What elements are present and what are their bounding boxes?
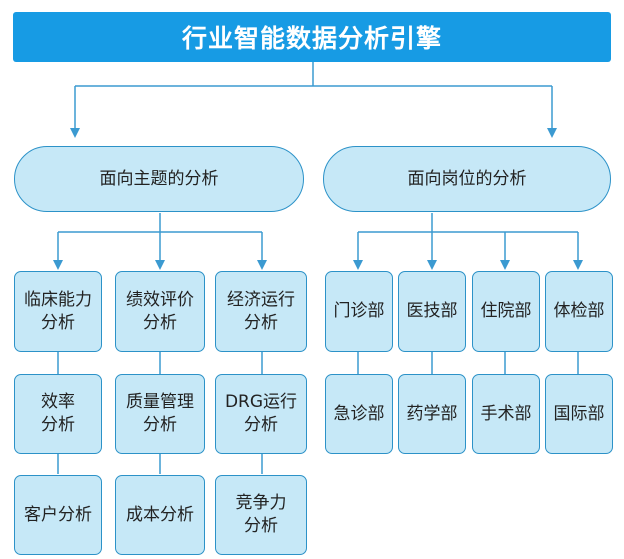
cost-analysis-node: 成本分析	[115, 475, 205, 555]
role-analysis-node: 面向岗位的分析	[323, 146, 611, 212]
quality-management-analysis-node: 质量管理 分析	[115, 374, 205, 454]
arrow-to-topic-branch	[70, 128, 80, 138]
drg-operation-analysis-node: DRG运行 分析	[215, 374, 307, 454]
arrow-role-col1	[353, 260, 363, 270]
economic-operation-analysis-node: 经济运行 分析	[215, 271, 307, 352]
international-dept-node: 国际部	[545, 374, 613, 454]
competitiveness-analysis-node: 竞争力 分析	[215, 475, 307, 555]
arrow-topic-col2	[155, 260, 165, 270]
pharmacy-dept-node: 药学部	[398, 374, 466, 454]
diagram-title: 行业智能数据分析引擎	[13, 12, 611, 62]
efficiency-analysis-node: 效率 分析	[14, 374, 102, 454]
arrow-role-col4	[573, 260, 583, 270]
arrow-to-role-branch	[547, 128, 557, 138]
medical-technology-dept-node: 医技部	[398, 271, 466, 352]
surgery-dept-node: 手术部	[472, 374, 540, 454]
customer-analysis-node: 客户分析	[14, 475, 102, 555]
performance-evaluation-analysis-node: 绩效评价 分析	[115, 271, 205, 352]
physical-exam-dept-node: 体检部	[545, 271, 613, 352]
emergency-dept-node: 急诊部	[325, 374, 393, 454]
arrow-role-col3	[500, 260, 510, 270]
outpatient-dept-node: 门诊部	[325, 271, 393, 352]
arrow-role-col2	[427, 260, 437, 270]
inpatient-dept-node: 住院部	[472, 271, 540, 352]
arrow-topic-col1	[53, 260, 63, 270]
topic-analysis-node: 面向主题的分析	[14, 146, 304, 212]
clinical-capability-analysis-node: 临床能力 分析	[14, 271, 102, 352]
arrow-topic-col3	[257, 260, 267, 270]
